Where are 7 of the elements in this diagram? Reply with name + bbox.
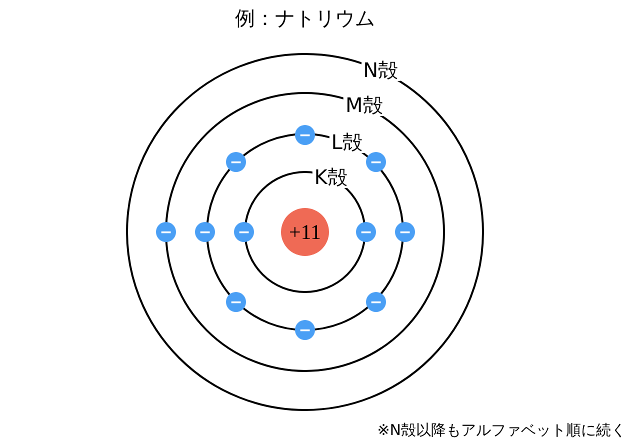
shell-label: L殻: [329, 131, 364, 154]
caption: ※N殻以降もアルファベット順に続く: [377, 421, 626, 440]
shell-label: K殻: [312, 166, 350, 188]
shell-label: N殻: [361, 58, 400, 81]
title: 例：ナトリウム: [234, 5, 376, 32]
nucleus: +11: [281, 208, 329, 256]
shell-label: M殻: [344, 94, 385, 116]
